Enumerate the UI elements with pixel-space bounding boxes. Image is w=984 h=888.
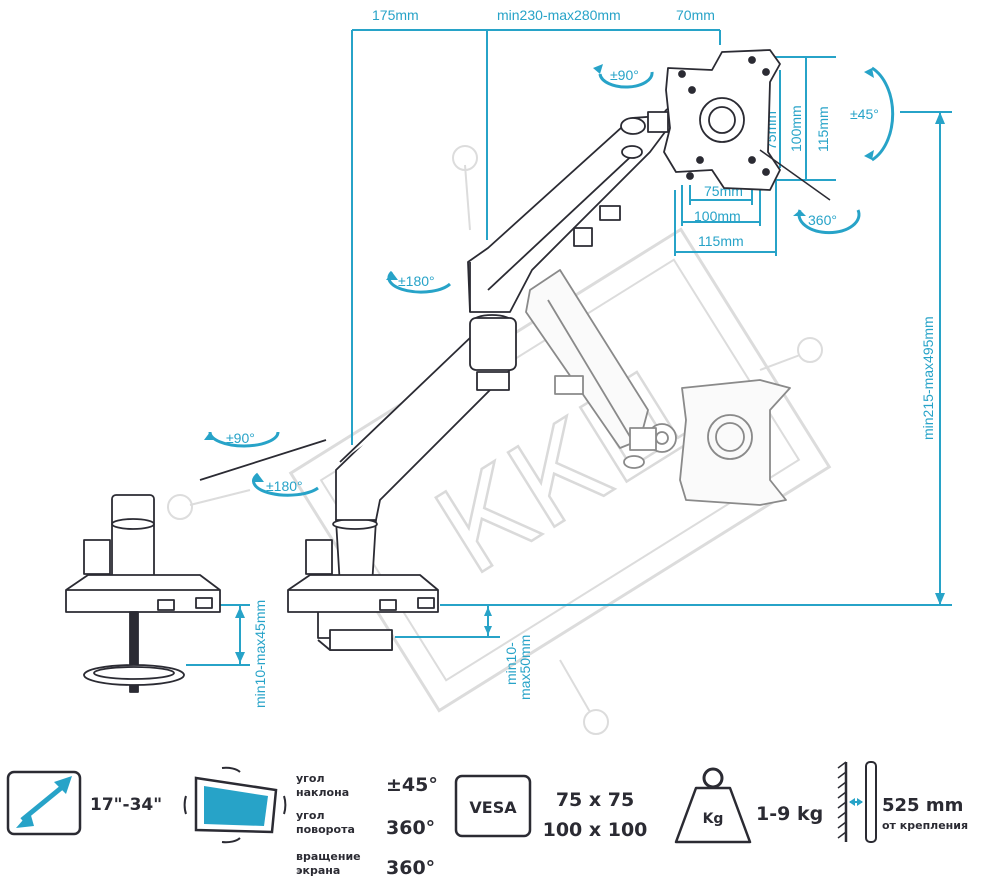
arm-alternate-position bbox=[525, 269, 791, 506]
tilt-label-2: наклона bbox=[296, 786, 349, 799]
dim-grommet-range-2: max50mm bbox=[517, 635, 533, 700]
tilt-label-1: угол bbox=[296, 772, 325, 785]
dim-vesa-v-100: 100mm bbox=[788, 105, 804, 152]
swivel-label-2: поворота bbox=[296, 823, 355, 836]
dim-vesa-h-100: 100mm bbox=[694, 208, 741, 224]
rot-tilt-top: ±90° bbox=[610, 67, 639, 83]
reach-value: 525 mm bbox=[882, 795, 963, 816]
vesa-value-2: 100 x 100 bbox=[543, 819, 648, 841]
rotate-value: 360° bbox=[386, 857, 435, 879]
rotate-label-2: экрана bbox=[296, 864, 340, 877]
dim-clamp-range: min10-max45mm bbox=[252, 600, 268, 708]
rotation-indicators bbox=[204, 64, 895, 497]
weight-badge-label: Kg bbox=[703, 811, 724, 827]
clamp-base-left bbox=[65, 494, 221, 693]
rot-arm-lower: ±180° bbox=[266, 478, 303, 494]
monitor-arm-drawing bbox=[65, 49, 791, 693]
tilt-value: ±45° bbox=[386, 774, 438, 796]
reach-icon bbox=[837, 761, 877, 843]
reach-caption: от крепления bbox=[882, 819, 968, 832]
dim-arm-reach: min230-max280mm bbox=[497, 7, 621, 23]
vesa-badge-label: VESA bbox=[469, 798, 517, 817]
swivel-value: 360° bbox=[386, 817, 435, 839]
dim-vesa-v-115: 115mm bbox=[815, 106, 831, 152]
dim-70: 70mm bbox=[676, 7, 715, 23]
screen-size-value: 17"-34" bbox=[90, 795, 162, 815]
dim-height-range: min215-max495mm bbox=[920, 316, 936, 440]
vesa-icon: VESA bbox=[454, 774, 532, 838]
screen-rotation-icon bbox=[183, 766, 287, 844]
vesa-value-1: 75 x 75 bbox=[556, 789, 634, 811]
grommet-base-center bbox=[287, 518, 439, 651]
upper-arm bbox=[467, 105, 691, 313]
spec-footer: 17"-34" угол наклона угол поворота враще… bbox=[6, 761, 968, 879]
dim-vesa-h-115: 115mm bbox=[698, 233, 744, 249]
dim-175: 175mm bbox=[372, 7, 419, 23]
swivel-label-1: угол bbox=[296, 809, 325, 822]
weight-value: 1-9 kg bbox=[756, 803, 823, 825]
rotate-label-1: вращение bbox=[296, 850, 361, 863]
rot-base: ±90° bbox=[226, 430, 255, 446]
vesa-plate bbox=[663, 49, 781, 191]
dim-grommet-range-1: min10- bbox=[503, 642, 519, 685]
weight-icon: Kg bbox=[674, 767, 752, 844]
screen-size-icon bbox=[6, 770, 82, 836]
rot-swivel-screen: 360° bbox=[808, 212, 837, 228]
lower-arm bbox=[335, 314, 517, 521]
rot-arm-upper: ±180° bbox=[398, 273, 435, 289]
rot-tilt-side: ±45° bbox=[850, 106, 879, 122]
